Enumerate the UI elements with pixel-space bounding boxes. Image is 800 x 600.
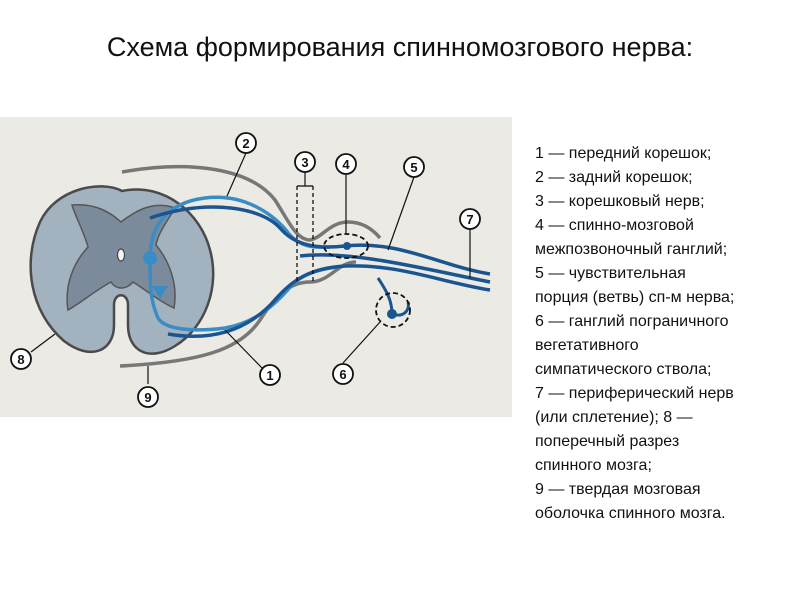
legend-line: симпатического ствола; (535, 361, 712, 378)
leader-line-8 (30, 333, 56, 353)
callout-1-label: 1 (266, 368, 273, 383)
callout-5-label: 5 (410, 160, 417, 175)
callout-6: 6 (332, 363, 354, 385)
callout-3: 3 (294, 151, 316, 173)
legend-line: межпозвоночный ганглий; (535, 241, 728, 258)
legend-line: порция (ветвь) сп-м нерва; (535, 289, 735, 306)
legend-line: (или сплетение); 8 — (535, 409, 693, 426)
nerve-fiber-upper (149, 205, 491, 276)
spinal-ganglion-neuron (343, 242, 351, 250)
leader-line-6 (342, 321, 381, 364)
callout-6-label: 6 (339, 367, 346, 382)
leader-line-2 (226, 152, 247, 197)
legend-line: 2 — задний корешок; (535, 169, 693, 186)
callout-5: 5 (403, 156, 425, 178)
callout-8: 8 (10, 348, 32, 370)
leader-line-1 (224, 329, 263, 369)
callout-2-label: 2 (242, 136, 249, 151)
callout-9: 9 (137, 386, 159, 408)
callout-9-label: 9 (144, 390, 151, 405)
callout-7: 7 (459, 208, 481, 230)
sympathetic-ganglion-outline (375, 292, 411, 328)
legend: 1 — передний корешок; 2 — задний корешок… (535, 142, 795, 526)
central-canal (116, 248, 126, 262)
legend-line: спинного мозга; (535, 457, 652, 474)
legend-line: 9 — твердая мозговая (535, 481, 701, 498)
legend-line: поперечный разрез (535, 433, 680, 450)
slide-title: Схема формирования спинномозгового нерва… (106, 32, 694, 62)
legend-line: вегетативного (535, 337, 639, 354)
callout-8-label: 8 (17, 352, 24, 367)
callout-7-label: 7 (466, 212, 473, 227)
dura-mater-upper (121, 164, 382, 242)
callout-2: 2 (235, 132, 257, 154)
legend-line: 1 — передний корешок; (535, 145, 712, 162)
anterior-root-arrow (152, 286, 168, 299)
callout-4: 4 (335, 153, 357, 175)
callout-3-label: 3 (301, 155, 308, 170)
legend-line: 5 — чувствительная (535, 265, 686, 282)
leader-line-5 (387, 176, 415, 251)
callout-1: 1 (259, 364, 281, 386)
sympathetic-ganglion-neuron (387, 309, 397, 319)
nerve-fiber-middle (299, 253, 491, 284)
legend-line: оболочка спинного мозга. (535, 505, 726, 522)
legend-line: 7 — периферический нерв (535, 385, 734, 402)
callout-4-label: 4 (342, 157, 350, 172)
legend-line: 3 — корешковый нерв; (535, 193, 705, 210)
posterior-horn-neuron (143, 251, 157, 265)
nerve-fiber-lower (167, 264, 491, 338)
legend-line: 6 — ганглий пограничного (535, 313, 729, 330)
legend-line: 4 — спинно-мозговой (535, 217, 694, 234)
